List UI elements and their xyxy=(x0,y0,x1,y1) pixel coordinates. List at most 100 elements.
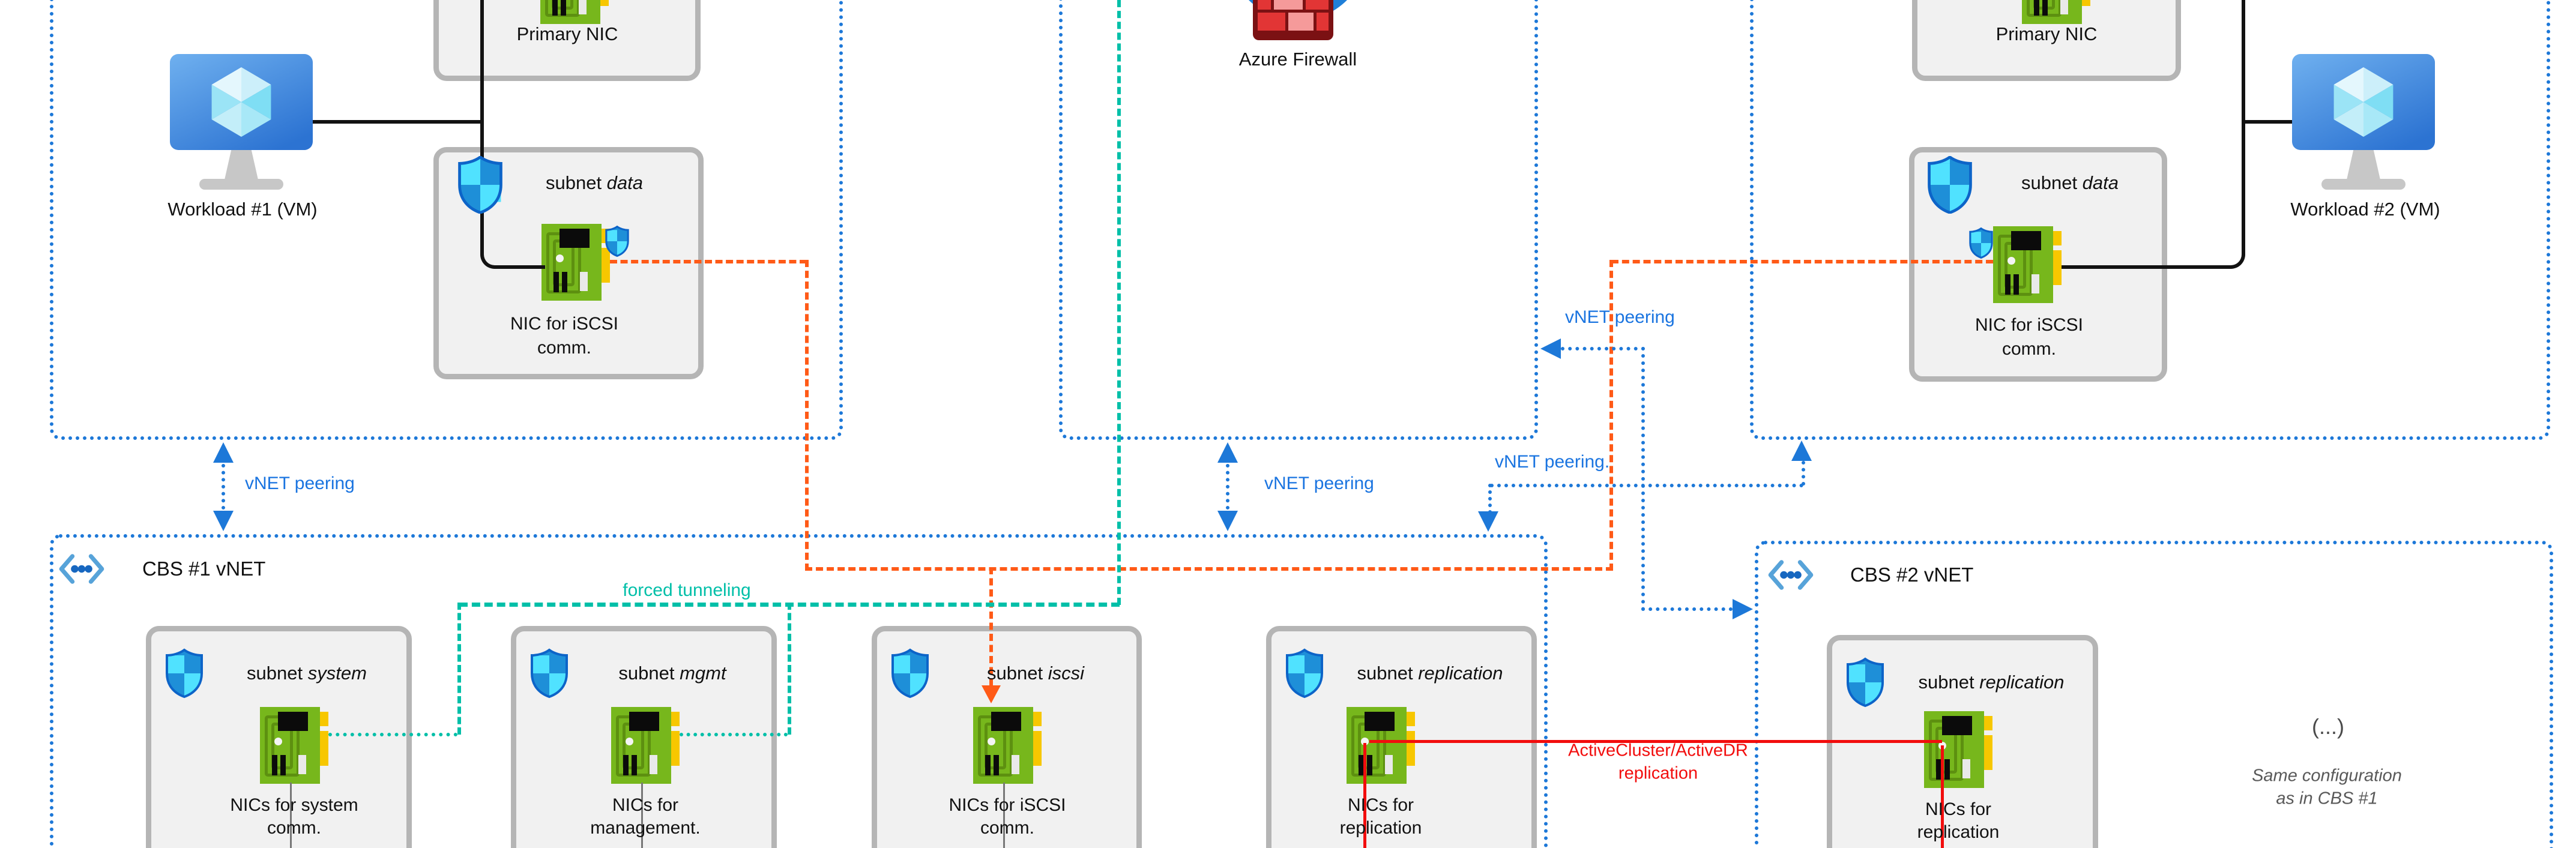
workload2-vm-line xyxy=(2245,120,2293,124)
cbs2-vnet-title: CBS #2 vNET xyxy=(1850,564,1974,586)
azure-firewall-icon xyxy=(1226,0,1370,42)
workload2-vm-label: Workload #2 (VM) xyxy=(2290,199,2440,220)
mgmt-nic-stub xyxy=(641,783,643,848)
forced-tunneling-v-mgmt xyxy=(788,603,791,735)
peering3-shaft-h xyxy=(1490,484,1803,487)
replication-label-line2: replication xyxy=(1618,763,1698,783)
forced-tunneling-to-mgmt-nic xyxy=(680,733,788,736)
replication-label-line1: ActiveCluster/ActiveDR xyxy=(1568,741,1748,760)
nsg-shield-icon-small xyxy=(605,225,629,257)
peering4-shaft-v xyxy=(1641,347,1645,611)
peering4-arrow-left xyxy=(1540,338,1561,359)
monitor-base xyxy=(2321,179,2406,190)
system-nic-stub xyxy=(290,783,292,848)
subnet-iscsi-label: subnet iscsi xyxy=(987,663,1084,684)
iscsi-nic-stub xyxy=(1003,783,1005,848)
monitor-screen xyxy=(2292,54,2435,150)
workload1-trunk-line xyxy=(480,0,545,269)
replication1-nic-icon xyxy=(1347,707,1415,784)
workload2-vnet-border xyxy=(1750,0,2550,440)
peering1-arrow-up xyxy=(213,442,234,463)
subnet-mgmt-label: subnet mgmt xyxy=(618,663,726,684)
iscsi-path-h3 xyxy=(1611,260,1993,263)
subnet-replication2-label: subnet replication xyxy=(1918,672,2065,693)
cbs2-vnet-border xyxy=(1755,541,2553,848)
iscsi-nic-icon xyxy=(973,707,1042,784)
vnet-icon-cbs1 xyxy=(58,553,105,585)
iscsi-nic-label-2: comm. xyxy=(980,818,1034,838)
peering3-shaft-v2 xyxy=(1488,484,1492,514)
peering2-arrow-down xyxy=(1217,511,1238,531)
vnet-peering-label-3: vNET peering. xyxy=(1495,452,1610,472)
monitor-base xyxy=(199,179,283,190)
forced-tunneling-to-system-nic xyxy=(328,733,457,736)
vnet-icon-cbs2 xyxy=(1767,559,1814,591)
cbs1-vnet-title: CBS #1 vNET xyxy=(142,558,266,580)
monitor-stand xyxy=(170,150,313,181)
iscsi-path-branch xyxy=(989,567,993,685)
peering2-arrow-up xyxy=(1217,442,1238,463)
workload1-vm-line xyxy=(313,120,480,124)
peering4-shaft-h2 xyxy=(1641,607,1733,611)
nsg-shield-icon xyxy=(530,648,569,699)
subnet-replication1-label: subnet replication xyxy=(1357,663,1503,684)
crystal-icon xyxy=(2333,67,2394,137)
workload1-vm-label: Workload #1 (VM) xyxy=(167,199,318,220)
workload2-vm-icon xyxy=(2292,54,2435,190)
iscsi-path-h2 xyxy=(805,567,1613,571)
replication-line xyxy=(1369,740,1942,743)
peering3-arrow-up xyxy=(1791,441,1812,461)
cbs2-note-line2: as in CBS #1 xyxy=(2276,789,2378,808)
subnet-data-label-1: subnet data xyxy=(545,172,644,193)
iscsi-path-h1 xyxy=(610,260,807,263)
workload1-vm-icon xyxy=(170,54,313,190)
primary-nic-label-2: Primary NIC xyxy=(1995,23,2098,44)
nsg-shield-icon xyxy=(165,648,204,699)
replication2-nic-label-1: NICs for xyxy=(1925,799,1992,819)
azure-firewall-label: Azure Firewall xyxy=(1238,49,1357,70)
data-nic-label-2-line2: comm. xyxy=(2002,339,2056,359)
nsg-shield-icon xyxy=(1846,657,1884,708)
primary-nic-icon-1 xyxy=(540,0,609,24)
peering1-shaft xyxy=(222,464,225,510)
peering4-shaft-h1 xyxy=(1561,347,1645,350)
monitor-screen xyxy=(170,54,313,150)
mgmt-nic-icon xyxy=(611,707,680,784)
mgmt-nic-label-2: management. xyxy=(590,818,701,838)
data-nic-label-2-line1: NIC for iSCSI xyxy=(1974,315,2084,335)
nsg-shield-icon xyxy=(1285,648,1324,699)
iscsi-path-v1 xyxy=(805,260,809,571)
primary-nic-label-1: Primary NIC xyxy=(516,23,618,44)
peering3-arrow-down xyxy=(1478,511,1498,532)
replication1-nic-label-2: replication xyxy=(1339,818,1422,838)
cbs2-ellipsis: (...) xyxy=(2312,714,2344,739)
iscsi-path-arrowhead xyxy=(982,685,1001,703)
iscsi-nic-label-1: NICs for iSCSI xyxy=(949,795,1066,815)
vnet-peering-label-4: vNET peering xyxy=(1565,307,1675,327)
mgmt-nic-label-1: NICs for xyxy=(612,795,679,815)
replication2-nic-label-2: replication xyxy=(1917,822,2000,842)
system-nic-label-1: NICs for system xyxy=(230,795,358,815)
peering4-arrow-right xyxy=(1733,599,1753,619)
nsg-shield-icon-small xyxy=(1969,227,1993,259)
forced-tunneling-v-system xyxy=(457,603,461,735)
nsg-shield-icon xyxy=(1927,155,1973,214)
forced-tunneling-v-hub xyxy=(1117,0,1121,605)
replication1-nic-label-1: NICs for xyxy=(1347,795,1414,815)
nsg-shield-icon xyxy=(457,155,503,214)
vnet-peering-label-1: vNET peering xyxy=(245,474,355,493)
nsg-shield-icon xyxy=(891,648,929,699)
peering2-shaft xyxy=(1226,464,1229,510)
workload1-vnet-border xyxy=(50,0,843,440)
monitor-stand xyxy=(2292,150,2435,181)
replication2-nic-icon xyxy=(1924,711,1992,788)
workload2-trunk-line xyxy=(2062,0,2245,269)
system-nic-label-2: comm. xyxy=(267,818,321,838)
subnet-data-label-2: subnet data xyxy=(2021,172,2119,193)
crystal-icon xyxy=(211,67,271,137)
cbs2-note-line1: Same configuration xyxy=(2252,766,2402,786)
replication-drop-1 xyxy=(1363,743,1366,848)
forced-tunneling-label: forced tunneling xyxy=(623,580,751,600)
iscsi-path-v2 xyxy=(1609,260,1613,571)
